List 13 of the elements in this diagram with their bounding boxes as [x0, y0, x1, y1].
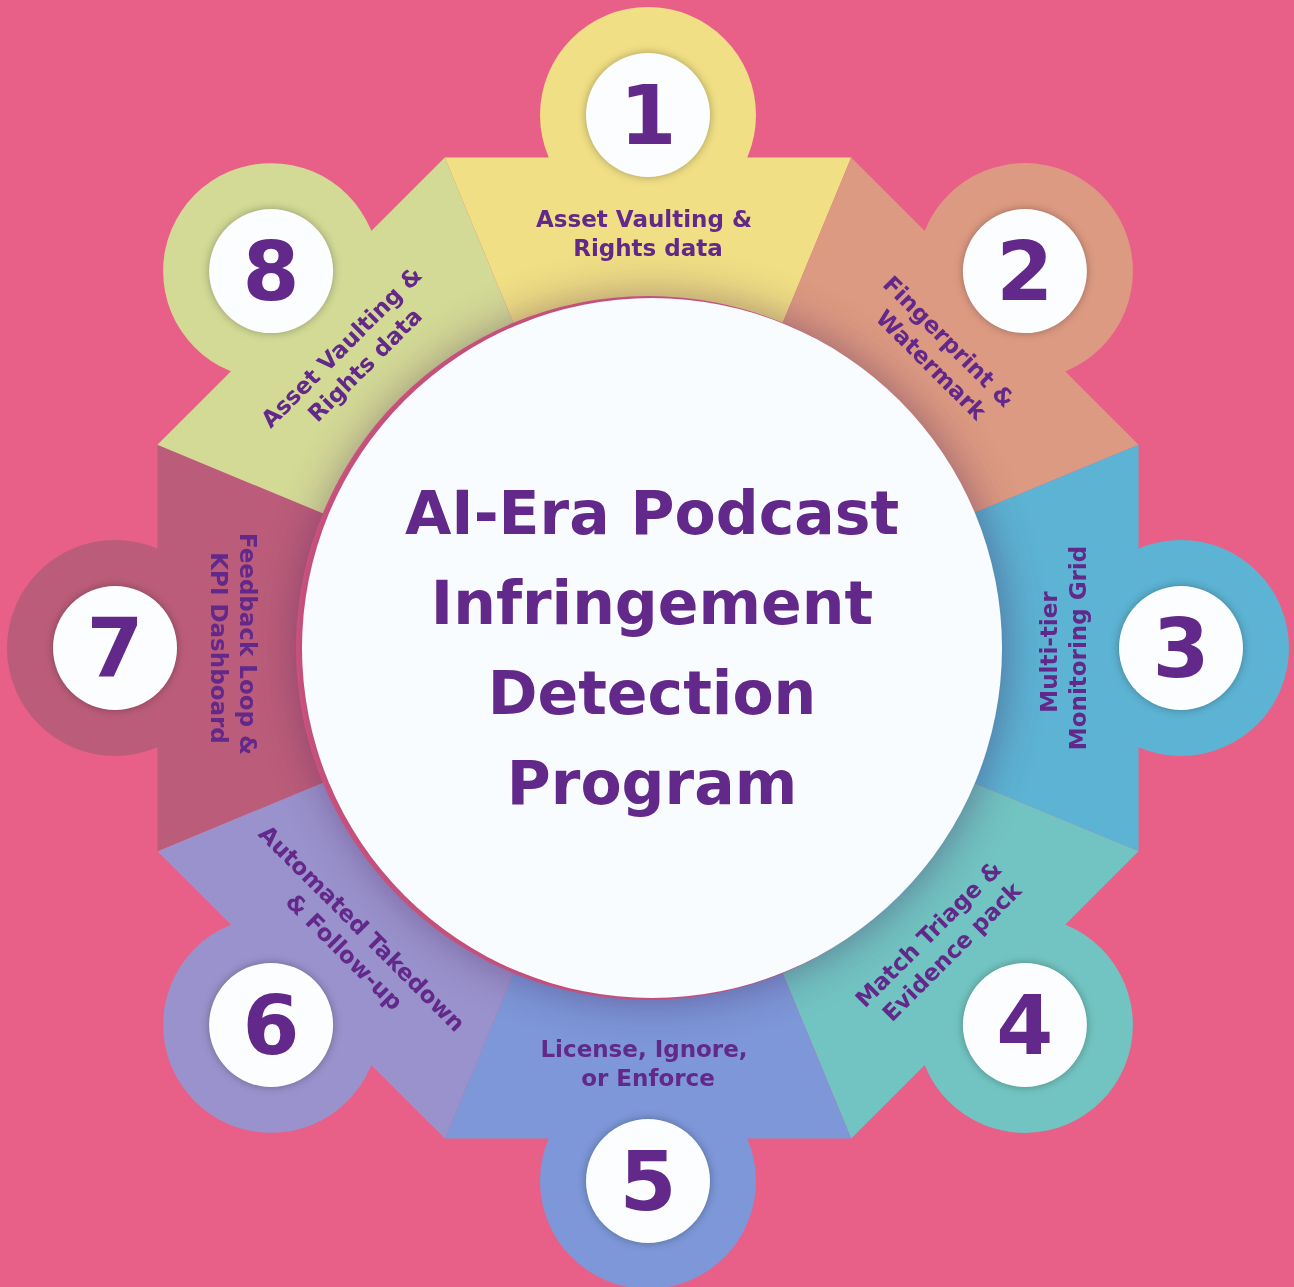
number-circle: 1	[586, 53, 710, 177]
center-title: AI-Era Podcast Infringement Detection Program	[403, 477, 901, 820]
number-circle: 8	[209, 209, 334, 334]
step-label: Asset Vaulting & Rights data	[536, 205, 752, 261]
number-circle: 4	[962, 962, 1087, 1087]
step-label: Feedback Loop & KPI Dashboard	[205, 532, 261, 756]
number-circle: 3	[1119, 586, 1243, 710]
number-circle: 2	[962, 209, 1087, 334]
number-circle: 7	[53, 586, 177, 710]
step-label: Multi-tier Monitoring Grid	[1035, 545, 1091, 751]
number-circle: 6	[209, 962, 334, 1087]
number-circle: 5	[586, 1119, 710, 1243]
step-label: License, Ignore, or Enforce	[540, 1035, 748, 1091]
